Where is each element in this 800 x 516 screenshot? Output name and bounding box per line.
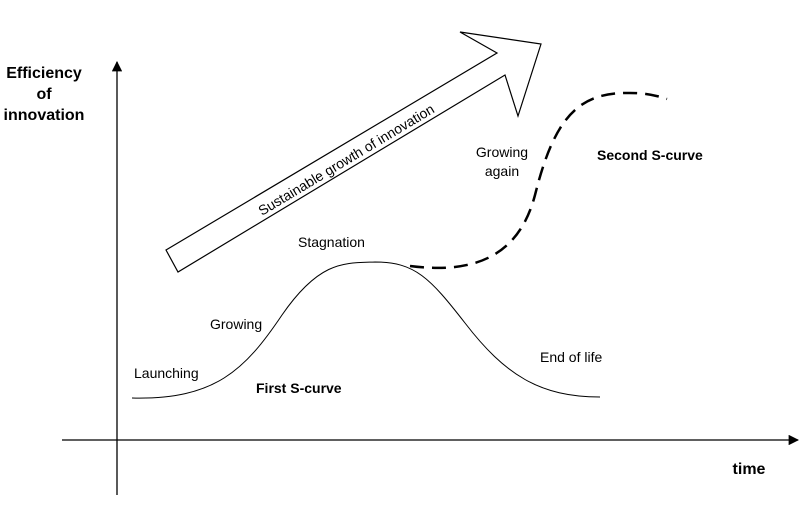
stage-stagnation: Stagnation xyxy=(298,234,365,250)
first-s-curve-title: First S-curve xyxy=(256,380,342,396)
second-s-curve-title: Second S-curve xyxy=(597,147,703,163)
x-axis-label: time xyxy=(733,461,766,478)
second-s-curve xyxy=(409,91,668,270)
arrow-label: Sustainable growth of innovation xyxy=(255,101,437,219)
first-s-curve xyxy=(131,261,601,399)
stage-growing-again-line-1: Growing xyxy=(476,144,528,160)
stage-growing: Growing xyxy=(210,316,262,332)
y-axis-label-line-1: Efficiency xyxy=(6,65,82,82)
stage-growing-again-line-2: again xyxy=(485,163,519,179)
stage-launching: Launching xyxy=(134,365,199,381)
stage-end-of-life: End of life xyxy=(540,349,602,365)
y-axis-label-line-2: of xyxy=(36,86,52,103)
y-axis-label-line-3: innovation xyxy=(4,107,85,124)
growth-arrow xyxy=(165,31,542,273)
